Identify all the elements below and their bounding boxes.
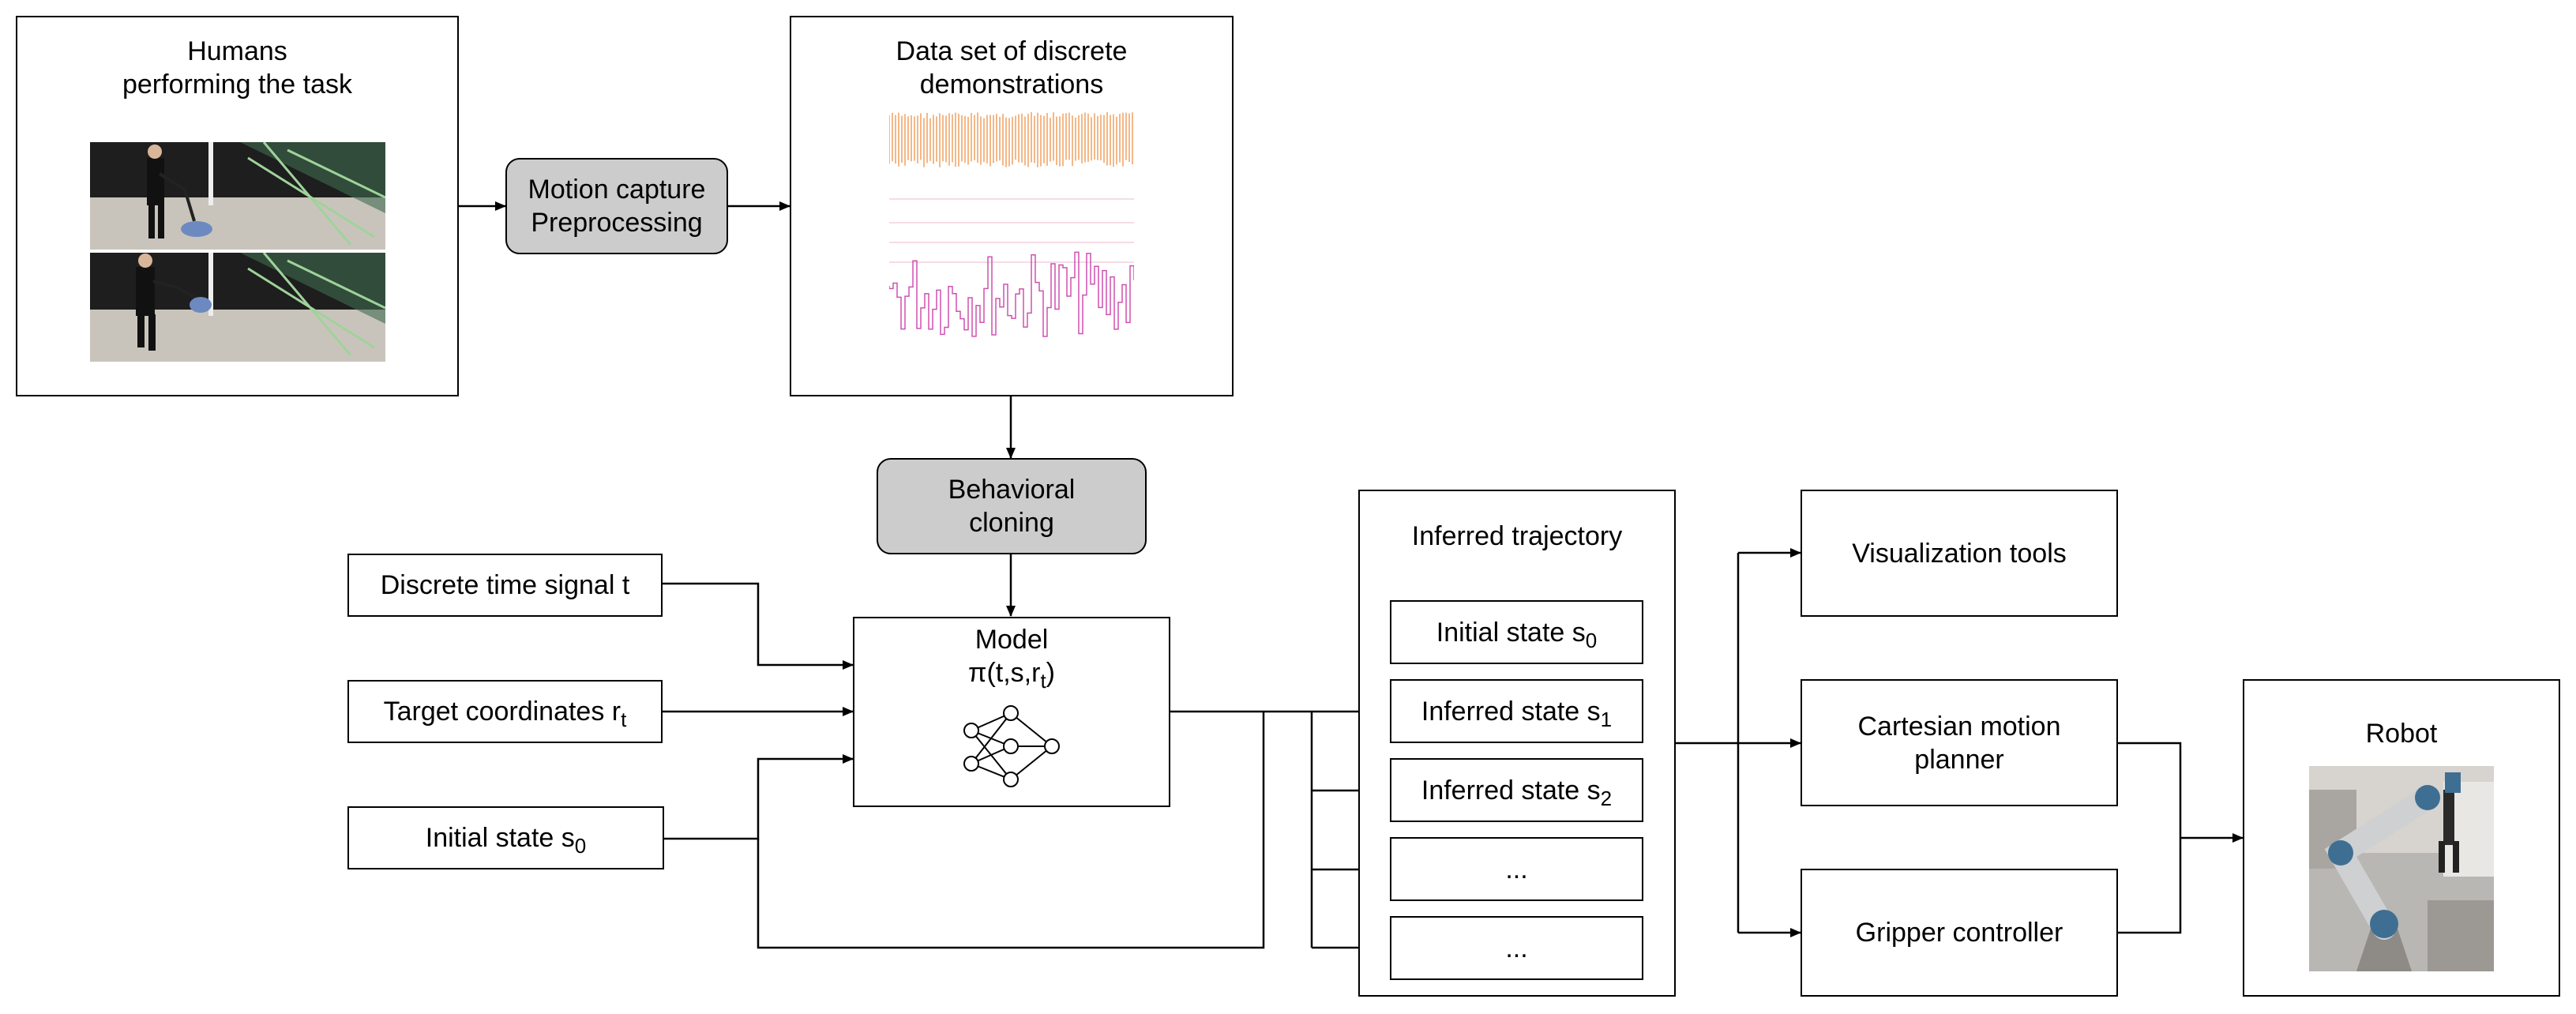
dataset-box: Data set of discrete demonstrations <box>790 16 1234 396</box>
initial-state-input-box: Initial state s0 <box>347 806 664 869</box>
humans-box: Humans performing the task <box>16 16 459 396</box>
cartesian-planner-box: Cartesian motion planner <box>1801 679 2118 806</box>
robot-title: Robot <box>2365 719 2438 749</box>
trajectory-state-0: Initial state s0 <box>1390 600 1643 664</box>
robot-arm-photo <box>2309 766 2494 971</box>
neural-network-icon <box>963 705 1060 787</box>
feedback-loop <box>757 712 1265 949</box>
trajectory-state-1: Inferred state s1 <box>1390 679 1643 743</box>
robot-box: Robot <box>2243 679 2560 997</box>
signal-top-series <box>889 112 1133 167</box>
target-coordinates-box: Target coordinates rt <box>347 680 663 743</box>
dataset-box-title: Data set of discrete demonstrations <box>896 36 1128 100</box>
behavioral-cloning-box: Behavioral cloning <box>877 458 1147 554</box>
visualization-tools-box: Visualization tools <box>1801 490 2118 617</box>
model-formula: π(t,s,rt) <box>967 658 1055 693</box>
gripper-controller-box: Gripper controller <box>1801 869 2118 997</box>
humans-box-title: Humans performing the task <box>122 36 353 100</box>
trajectory-state-3: ... <box>1390 837 1643 901</box>
inferred-trajectory-box: Inferred trajectory <box>1358 490 1676 997</box>
demonstration-signals-plot <box>889 112 1134 337</box>
trajectory-state-4: ... <box>1390 916 1643 980</box>
model-box: Model π(t,s,rt) <box>853 617 1170 807</box>
trajectory-state-2: Inferred state s2 <box>1390 758 1643 822</box>
model-title: Model <box>974 625 1049 655</box>
arrow-time-to-model <box>662 582 854 670</box>
human-demo-photo-top <box>90 142 385 250</box>
human-demo-photo-bottom <box>90 253 385 362</box>
motion-capture-box: Motion capture Preprocessing <box>505 158 728 254</box>
arrow-initial-to-model <box>663 754 854 840</box>
signal-bottom-series <box>889 251 1134 337</box>
time-signal-box: Discrete time signal t <box>347 554 663 617</box>
trajectory-title: Inferred trajectory <box>1411 521 1623 551</box>
